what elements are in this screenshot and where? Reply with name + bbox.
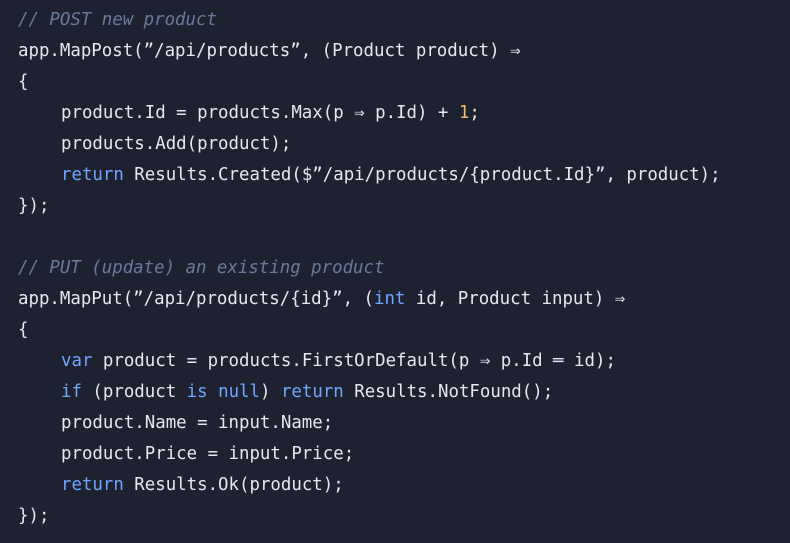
code-token-plain: app.MapPut(”/api/products/{id}”, ( [18, 289, 374, 309]
code-token-plain: product.Name = input.Name; [61, 413, 334, 433]
code-token-keyword: is [186, 382, 208, 402]
code-line: { [18, 67, 790, 98]
code-token-plain: product = products.FirstOrDefault(p ⇒ p.… [92, 351, 616, 371]
code-token-plain: { [18, 72, 29, 92]
code-token-plain: Results.Ok(product); [123, 475, 344, 495]
code-token-keyword: null [218, 382, 260, 402]
code-token-plain: Results.Created($”/api/products/{product… [123, 165, 721, 185]
code-token-comment: // PUT (update) an existing product [18, 258, 385, 278]
code-line: return Results.Created($”/api/products/{… [18, 160, 790, 191]
code-token-plain: ) [259, 382, 281, 402]
code-token-number: 1 [458, 103, 470, 123]
code-token-plain: }); [18, 196, 50, 216]
code-line: app.MapPut(”/api/products/{id}”, (int id… [18, 284, 790, 315]
code-token-keyword: return [280, 382, 344, 402]
code-line: product.Id = products.Max(p ⇒ p.Id) + 1; [18, 98, 790, 129]
code-token-plain: products.Add(product); [61, 134, 292, 154]
code-line [18, 222, 790, 253]
code-line: }); [18, 501, 790, 532]
code-line: }); [18, 191, 790, 222]
code-token-plain: ; [469, 103, 480, 123]
code-token-comment: // POST new product [18, 10, 217, 30]
code-token-plain: product.Id = products.Max(p ⇒ p.Id) + [61, 103, 459, 123]
code-line: app.MapPost(”/api/products”, (Product pr… [18, 36, 790, 67]
code-token-keyword: if [61, 382, 82, 402]
code-token-plain [208, 382, 218, 402]
code-line: // PUT (update) an existing product [18, 253, 790, 284]
code-token-plain: product.Price = input.Price; [61, 444, 355, 464]
code-line: { [18, 315, 790, 346]
code-token-keyword: int [373, 289, 406, 309]
code-token-plain: app.MapPost(”/api/products”, (Product pr… [18, 41, 521, 61]
code-line: var product = products.FirstOrDefault(p … [18, 346, 790, 377]
code-line: return Results.Ok(product); [18, 470, 790, 501]
code-line: product.Name = input.Name; [18, 408, 790, 439]
code-token-plain: Results.NotFound(); [343, 382, 554, 402]
code-token-plain: { [18, 320, 29, 340]
code-token-keyword: return [61, 165, 124, 185]
code-token-keyword: return [61, 475, 124, 495]
code-line: products.Add(product); [18, 129, 790, 160]
code-line: product.Price = input.Price; [18, 439, 790, 470]
code-line: if (product is null) return Results.NotF… [18, 377, 790, 408]
code-token-plain: }); [18, 506, 50, 526]
code-token-plain: (product [81, 382, 187, 402]
code-token-keyword: var [61, 351, 93, 371]
code-line: // POST new product [18, 5, 790, 36]
code-token-plain: id, Product input) ⇒ [405, 289, 626, 309]
